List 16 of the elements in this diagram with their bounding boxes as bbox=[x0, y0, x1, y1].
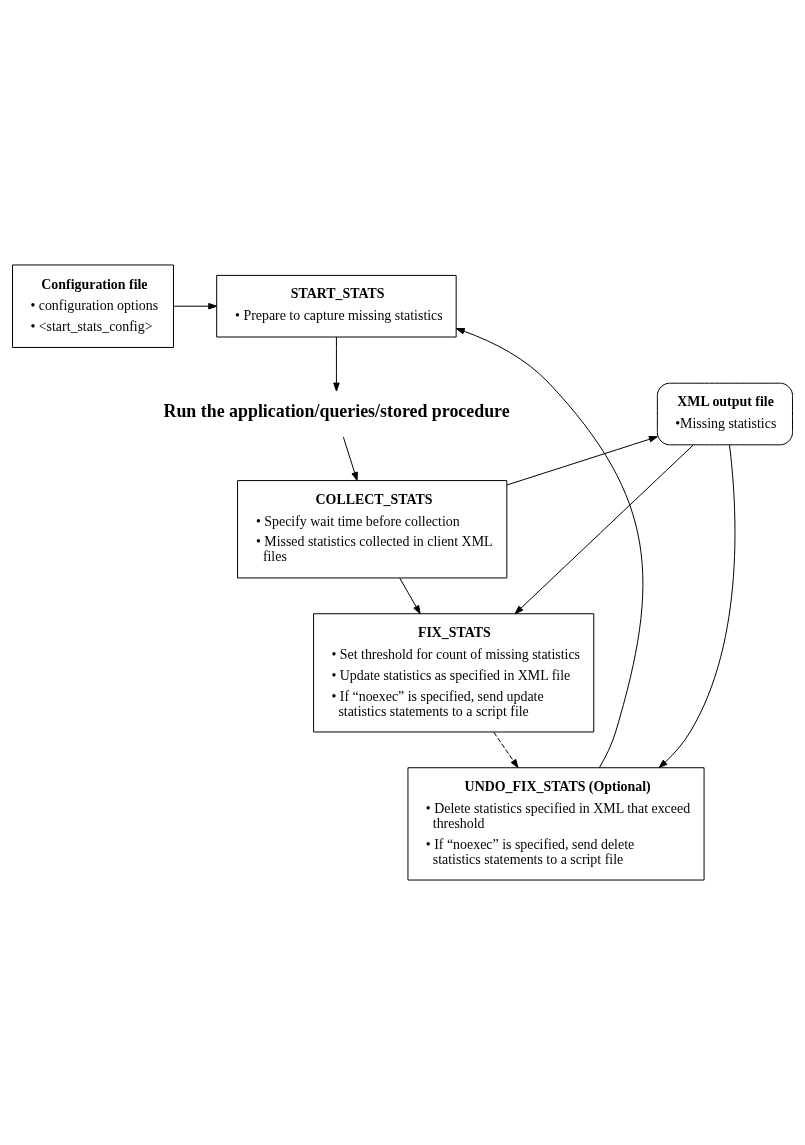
arrow bbox=[514, 444, 694, 615]
node-box: Configuration file • configuration options • <start_stats_config> bbox=[12, 264, 174, 348]
node-box: XML output file •Missing statistics bbox=[656, 382, 793, 446]
node-box: COLLECT_STATS • Specify wait time before collection • Missed statistics collected in client XML files bbox=[237, 480, 508, 579]
node-box: UNDO_FIX_STATS (Optional) • Delete statistics specified in XML that exceed threshold • If “noexec” is specified, send delete statistics statements to a script file bbox=[407, 767, 705, 881]
arrow bbox=[342, 436, 358, 481]
arrow bbox=[493, 731, 519, 768]
arrow bbox=[333, 336, 340, 392]
arrow bbox=[455, 328, 644, 769]
arrow bbox=[173, 302, 218, 310]
arrow bbox=[399, 577, 421, 615]
arrow bbox=[506, 436, 658, 486]
node-text: Run the application/queries/stored procedure bbox=[163, 401, 510, 422]
node-box: START_STATS • Prepare to capture missing statistics bbox=[216, 274, 457, 338]
arrow bbox=[658, 444, 736, 769]
node-box: FIX_STATS • Set threshold for count of missing statistics • Update statistics as specified in XML file • If “noexec” is specified, send update statistics statements to a script file bbox=[313, 613, 595, 733]
